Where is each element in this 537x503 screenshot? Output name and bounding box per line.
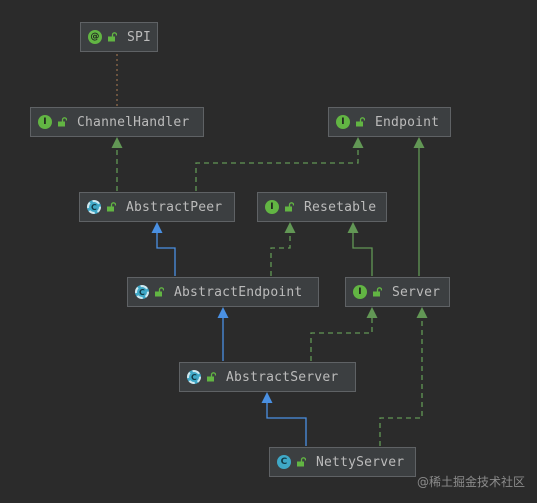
edge-abstract-server-to-server bbox=[310, 318, 373, 361]
edge-server-to-resetable bbox=[352, 233, 373, 276]
watermark: @稀土掘金技术社区 bbox=[416, 475, 525, 489]
unlocked-icon bbox=[373, 287, 382, 297]
arrowhead-netty-server-to-abstract-server bbox=[261, 392, 273, 403]
interface-icon: I bbox=[38, 115, 52, 129]
arrowhead-abstract-endpoint-to-abstract-peer bbox=[151, 222, 163, 233]
unlocked-icon bbox=[155, 287, 164, 297]
abstract-class-icon: C bbox=[135, 285, 149, 299]
node-netty-server[interactable]: C NettyServer bbox=[269, 447, 416, 477]
node-label: Endpoint bbox=[375, 114, 440, 130]
unlocked-icon bbox=[297, 457, 306, 467]
node-server[interactable]: I Server bbox=[345, 277, 450, 307]
arrowhead-netty-server-to-server bbox=[416, 307, 428, 318]
node-endpoint[interactable]: I Endpoint bbox=[328, 107, 451, 137]
arrowhead-abstract-endpoint-to-resetable bbox=[284, 222, 296, 233]
edge-abstract-endpoint-to-resetable bbox=[270, 233, 291, 276]
interface-icon: I bbox=[336, 115, 350, 129]
arrowhead-server-to-endpoint bbox=[413, 137, 425, 148]
node-label: AbstractServer bbox=[226, 369, 339, 385]
node-label: Server bbox=[392, 284, 441, 300]
unlocked-icon bbox=[58, 117, 67, 127]
node-label: AbstractEndpoint bbox=[174, 284, 303, 300]
interface-icon: I bbox=[353, 285, 367, 299]
unlocked-icon bbox=[108, 32, 117, 42]
node-label: AbstractPeer bbox=[126, 199, 223, 215]
edge-netty-server-to-abstract-server bbox=[266, 403, 307, 446]
node-label: NettyServer bbox=[316, 454, 405, 470]
edge-netty-server-to-server bbox=[379, 318, 423, 446]
node-abstract-server[interactable]: C AbstractServer bbox=[179, 362, 356, 392]
node-label: Resetable bbox=[304, 199, 377, 215]
class-icon: C bbox=[277, 455, 291, 469]
node-spi[interactable]: @ SPI bbox=[80, 22, 158, 52]
arrowhead-abstract-peer-to-endpoint bbox=[352, 137, 364, 148]
abstract-class-icon: C bbox=[87, 200, 101, 214]
annotation-icon: @ bbox=[88, 30, 102, 44]
node-abstract-peer[interactable]: C AbstractPeer bbox=[79, 192, 235, 222]
unlocked-icon bbox=[285, 202, 294, 212]
node-label: ChannelHandler bbox=[77, 114, 190, 130]
unlocked-icon bbox=[356, 117, 365, 127]
node-channel-handler[interactable]: I ChannelHandler bbox=[30, 107, 204, 137]
node-label: SPI bbox=[127, 29, 152, 45]
edge-abstract-peer-to-endpoint bbox=[195, 148, 359, 191]
arrowhead-abstract-peer-to-channel-handler bbox=[111, 137, 123, 148]
node-abstract-endpoint[interactable]: C AbstractEndpoint bbox=[127, 277, 319, 307]
arrowhead-server-to-resetable bbox=[347, 222, 359, 233]
node-resetable[interactable]: I Resetable bbox=[257, 192, 387, 222]
interface-icon: I bbox=[265, 200, 279, 214]
unlocked-icon bbox=[107, 202, 116, 212]
arrowhead-abstract-server-to-server bbox=[366, 307, 378, 318]
arrowhead-abstract-server-to-abstract-endpoint bbox=[217, 307, 229, 318]
edge-abstract-endpoint-to-abstract-peer bbox=[156, 233, 176, 276]
unlocked-icon bbox=[207, 372, 216, 382]
abstract-class-icon: C bbox=[187, 370, 201, 384]
